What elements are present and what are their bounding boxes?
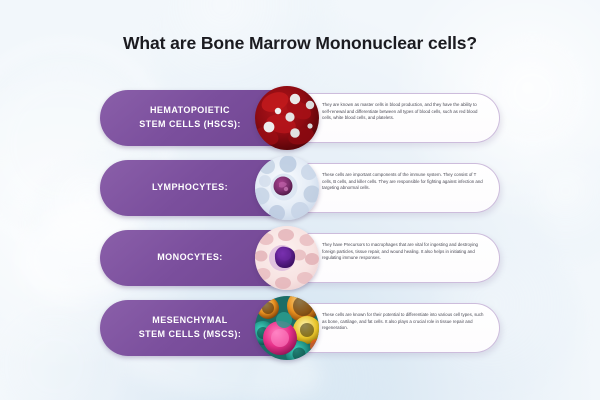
page-title: What are Bone Marrow Mononuclear cells? [123, 33, 477, 53]
category-label: MESENCHYMAL STEM CELLS (MSCS): [139, 314, 242, 342]
background-cell-blob [520, 150, 600, 270]
description-text: These cells are known for their potentia… [322, 312, 484, 331]
category-label: MONOCYTES: [157, 252, 223, 263]
monocyte-photo [255, 226, 319, 290]
category-label-line1: HEMATOPOIETIC [149, 105, 230, 116]
list-item: These cells are known for their potentia… [100, 296, 500, 360]
lymphocyte-photo [255, 156, 319, 220]
red-blood-cells-photo [255, 86, 319, 150]
description-card: They have Precursors to macrophages that… [282, 233, 500, 283]
mesenchymal-stem-cells-photo [255, 296, 319, 360]
description-text: These cells are important components of … [322, 172, 483, 191]
list-item: They are known as master cells in blood … [100, 86, 500, 150]
category-label-line1: MESENCHYMAL [152, 315, 228, 326]
description-text: They are known as master cells in blood … [322, 102, 478, 121]
category-label: LYMPHOCYTES: [151, 182, 229, 193]
category-label-line2: STEM CELLS (MSCS): [138, 329, 242, 339]
category-label-line2: STEM CELLS (HSCS): [139, 119, 241, 129]
list-item: They have Precursors to macrophages that… [100, 226, 500, 290]
list-item: These cells are important components of … [100, 156, 500, 220]
category-label: HEMATOPOIETIC STEM CELLS (HSCS): [139, 104, 241, 132]
description-text: They have Precursors to macrophages that… [322, 242, 478, 261]
